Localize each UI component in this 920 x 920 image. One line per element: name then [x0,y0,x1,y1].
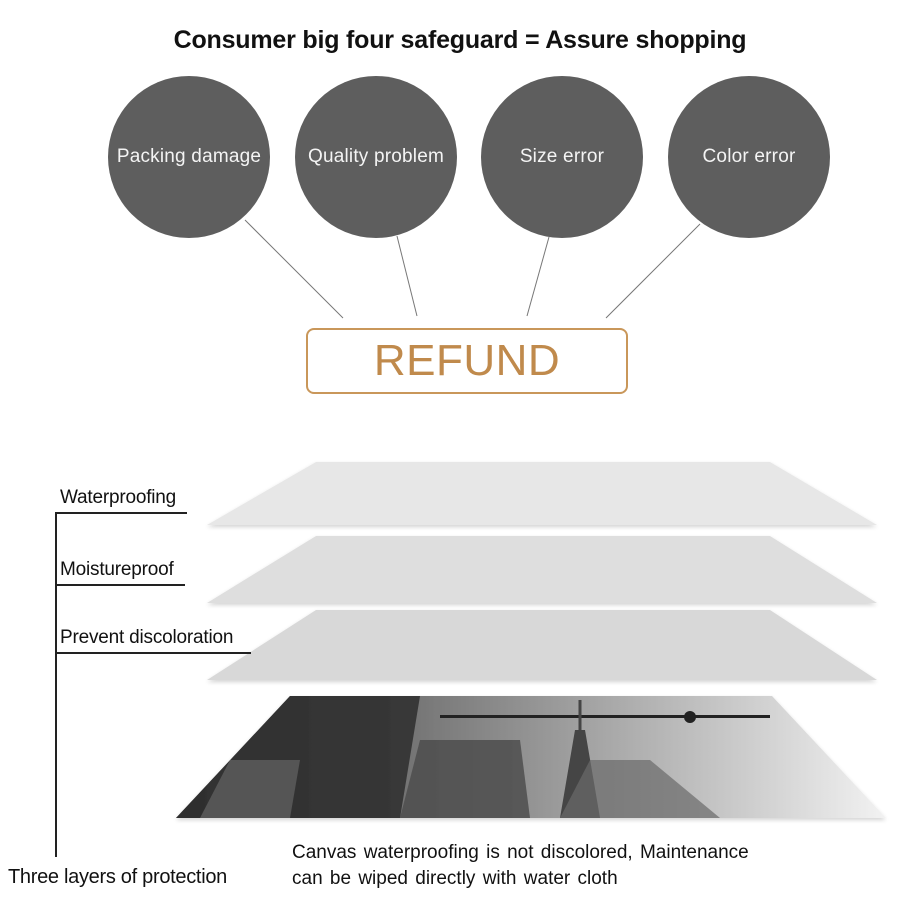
caption: Canvas waterproofing is not discolored, … [292,840,812,892]
bracket-tick [55,584,185,586]
connector-line [244,219,344,319]
safeguard-label: Packing damage [116,146,262,167]
refund-label: REFUND [373,336,561,385]
safeguard-label: Color error [702,146,796,167]
safeguard-packing-damage: Packing damage [108,76,270,238]
layer-label-waterproofing: Waterproofing [60,487,177,508]
bracket-tick [55,652,251,654]
safeguard-label: Quality problem [307,146,445,167]
safeguard-color-error: Color error [668,76,830,238]
safeguard-quality-problem: Quality problem [295,76,457,238]
page-title: Consumer big four safeguard = Assure sho… [173,26,747,54]
connector-line [526,236,550,317]
layer-moistureproof [207,536,877,603]
protection-bracket [55,512,57,857]
caption-line: Canvas waterproofing is not discolored, … [292,842,749,863]
bracket-tick [55,512,187,514]
caption-line: can be wiped directly with water cloth [292,868,618,889]
layer-prevent-discoloration [207,610,877,680]
canvas-print-image [176,696,886,818]
connector-line [605,223,701,319]
layer-label-prevent-discoloration: Prevent discoloration [60,627,234,648]
connector-line [396,235,418,317]
layer-waterproofing [207,462,877,525]
three-layers-label: Three layers of protection [8,866,227,888]
safeguard-label: Size error [519,146,605,167]
layer-label-moistureproof: Moistureproof [60,559,174,580]
safeguard-size-error: Size error [481,76,643,238]
refund-box: REFUND [306,328,628,394]
